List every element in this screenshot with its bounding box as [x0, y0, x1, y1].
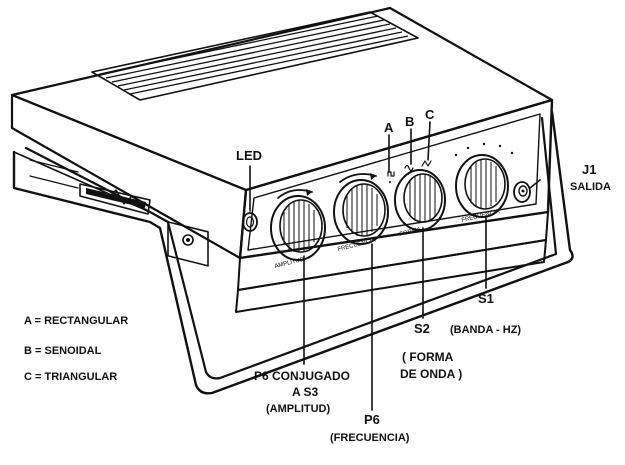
- callout-labels: LED A B C J1 SALIDA S1 (BANDA - HZ) S2 (…: [236, 107, 611, 444]
- label-led: LED: [236, 148, 262, 163]
- label-p6-b: P6: [364, 412, 380, 427]
- label-j1: J1: [582, 162, 596, 177]
- legend-rectangular: A = RECTANGULAR: [24, 315, 128, 327]
- label-s1: S1: [478, 291, 494, 306]
- label-s2-sub1: ( FORMA: [402, 350, 454, 364]
- vent-grille: [91, 11, 419, 101]
- waveform-legend: A = RECTANGULAR B = SENOIDAL C = TRIANGU…: [24, 315, 128, 383]
- legend-senoidal: B = SENOIDAL: [24, 345, 102, 357]
- knob-amplitude[interactable]: AMPLITUD: [270, 189, 326, 270]
- label-p6-a-s3: A S3: [292, 385, 319, 399]
- waveform-markings: [387, 160, 432, 183]
- cabinet-base: [235, 239, 547, 313]
- output-jack-j1[interactable]: [513, 181, 531, 203]
- knob-frequency[interactable]: FRECUENCIA: [333, 173, 389, 253]
- label-a: A: [384, 120, 394, 135]
- carry-handle: [12, 110, 574, 395]
- label-s2: S2: [414, 321, 430, 336]
- label-salida: SALIDA: [570, 181, 611, 193]
- svg-text:FORMA: FORMA: [399, 227, 421, 238]
- label-s1-sub: (BANDA - HZ): [450, 324, 521, 336]
- label-b: B: [405, 114, 414, 129]
- cabinet-left-side: [10, 93, 248, 260]
- side-slot: [79, 183, 151, 215]
- front-panel-frame: [247, 113, 541, 251]
- led-indicator: [242, 212, 258, 232]
- bracket-screw: [182, 234, 194, 246]
- cabinet-top: [10, 6, 554, 192]
- leader-lines: [249, 121, 541, 411]
- cabinet: [10, 6, 554, 313]
- label-s2-sub2: DE ONDA ): [400, 367, 462, 381]
- band-markings: [454, 142, 514, 157]
- knob-band[interactable]: FRECUENCIA: [455, 154, 509, 224]
- label-c: C: [425, 107, 435, 122]
- knob-waveform[interactable]: FORMA: [394, 169, 446, 238]
- label-p6-amplitud: (AMPLITUD): [266, 403, 330, 415]
- legend-triangular: C = TRIANGULAR: [24, 371, 117, 383]
- label-p6-conjugado: P6 CONJUGADO: [254, 369, 350, 383]
- side-bracket: [167, 221, 209, 267]
- label-p6-frecuencia: (FRECUENCIA): [330, 432, 410, 444]
